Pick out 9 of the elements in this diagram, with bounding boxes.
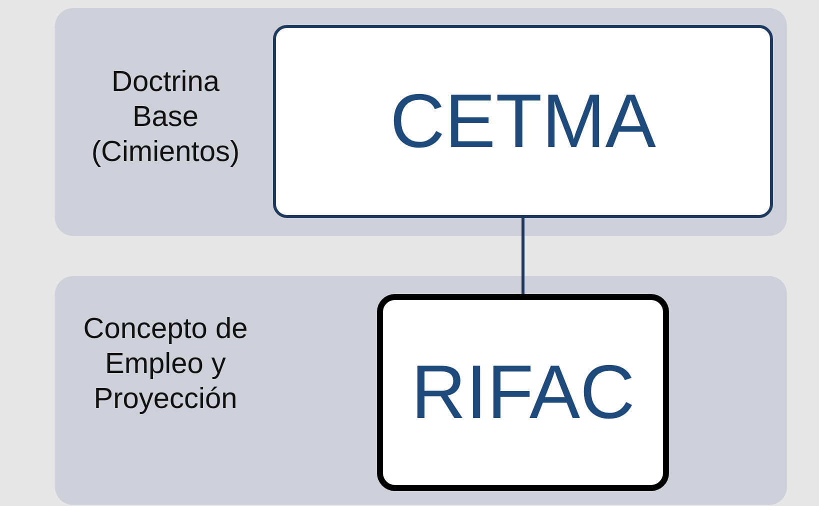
layer-band	[55, 276, 787, 505]
layer-band	[55, 8, 787, 236]
layer-label: Doctrina Base (Cimientos)	[90, 65, 241, 170]
title-box	[273, 25, 773, 218]
title-box	[377, 294, 669, 491]
box-title: RIFAC	[411, 349, 635, 436]
layer-label: Concepto de Empleo y Proyección	[83, 312, 248, 417]
box-title: CETMA	[390, 78, 656, 165]
connector-line	[522, 218, 524, 294]
